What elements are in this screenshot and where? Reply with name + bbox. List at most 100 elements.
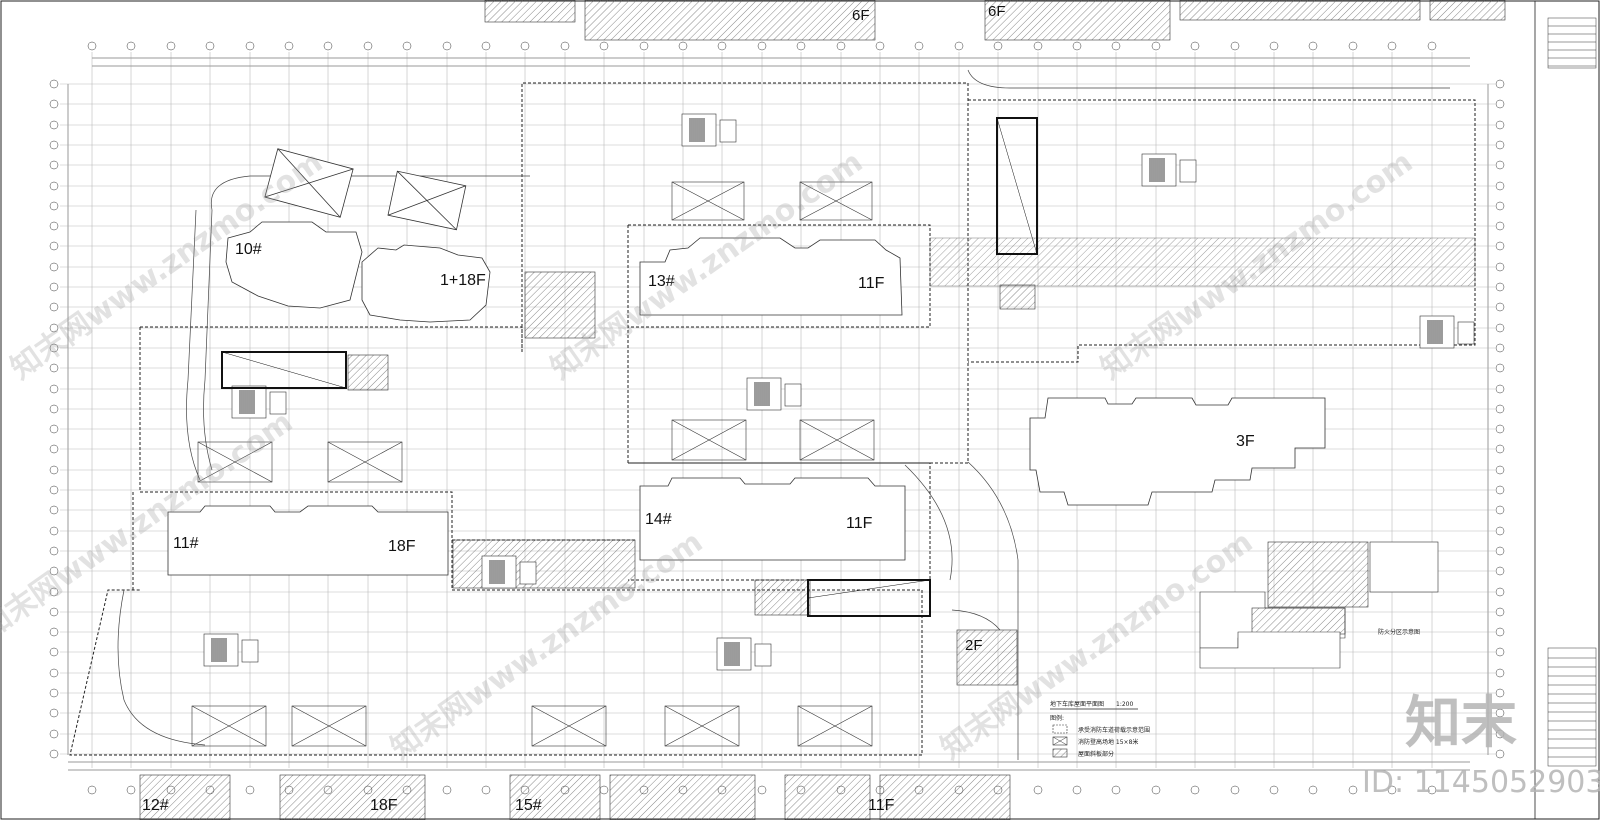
rescue-cross bbox=[191, 705, 267, 747]
stair-core bbox=[716, 637, 772, 671]
grid-bubble bbox=[166, 41, 176, 51]
grid-bubble bbox=[49, 526, 59, 536]
grid-bubble bbox=[1495, 99, 1505, 109]
core-annex bbox=[1179, 159, 1197, 183]
dimension-lines bbox=[67, 57, 1489, 771]
core-outline bbox=[481, 555, 517, 589]
grid-bubble bbox=[49, 749, 59, 759]
rescue-box bbox=[291, 705, 367, 747]
grid-bubble bbox=[49, 99, 59, 109]
title-block bbox=[1547, 17, 1597, 767]
grid-bubble bbox=[402, 41, 412, 51]
grid-bubble bbox=[49, 688, 59, 698]
grid-bubble bbox=[993, 41, 1003, 51]
core-outline bbox=[231, 385, 267, 419]
grid-bubble bbox=[49, 160, 59, 170]
grid-bubble bbox=[1427, 41, 1437, 51]
fire-zone-title: 防火分区示意图 bbox=[1378, 628, 1420, 636]
label-building-13: 13# bbox=[648, 273, 675, 290]
grid-bubble bbox=[1072, 785, 1082, 795]
stair-core bbox=[746, 377, 802, 411]
label-building-15: 15# bbox=[515, 797, 542, 814]
fire-rescue-site bbox=[191, 705, 267, 747]
grid-bubble bbox=[1387, 785, 1397, 795]
core-annex bbox=[269, 391, 287, 415]
rescue-box bbox=[671, 419, 747, 461]
grid-bubble bbox=[1495, 221, 1505, 231]
grid-bubble bbox=[639, 41, 649, 51]
grid-bubble bbox=[49, 424, 59, 434]
legend: 地下车库屋面平面图 1:200 图例: 承受消防车道荷载示意范围 消防登高场地 … bbox=[1050, 700, 1150, 758]
grid-bubble bbox=[49, 505, 59, 515]
grid-bubble bbox=[49, 120, 59, 130]
grid-bubble bbox=[1495, 688, 1505, 698]
fire-rescue-site bbox=[197, 441, 273, 483]
grid-bubble bbox=[1495, 749, 1505, 759]
rescue-cross bbox=[797, 705, 873, 747]
core-annex bbox=[241, 639, 259, 663]
rescue-box bbox=[799, 181, 873, 221]
grid-bubble bbox=[875, 41, 885, 51]
grid-bubble bbox=[1387, 41, 1397, 51]
label-building-2f: 2F bbox=[965, 637, 983, 654]
fire-rescue-site bbox=[671, 419, 747, 461]
grid-bubble bbox=[49, 221, 59, 231]
core-outline bbox=[1419, 315, 1455, 349]
grid-bubble bbox=[49, 647, 59, 657]
rescue-box bbox=[197, 441, 273, 483]
grid-bubble bbox=[205, 41, 215, 51]
rescue-cross bbox=[291, 705, 367, 747]
rescue-cross bbox=[799, 419, 875, 461]
rescue-box bbox=[664, 705, 740, 747]
legend-swatch-load bbox=[1052, 724, 1068, 734]
grid-bubble bbox=[49, 201, 59, 211]
grid-bubble bbox=[1495, 140, 1505, 150]
grid-bubble bbox=[49, 627, 59, 637]
grid-bubble bbox=[1495, 79, 1505, 89]
legend-swatch-rescue bbox=[1052, 736, 1068, 746]
grid-bubble bbox=[1269, 41, 1279, 51]
label-building-11: 11# bbox=[173, 535, 199, 552]
rescue-cross bbox=[671, 181, 745, 221]
grid-bubble bbox=[1495, 323, 1505, 333]
grid-bubble bbox=[481, 41, 491, 51]
grid-bubble bbox=[1495, 465, 1505, 475]
stair-core bbox=[1419, 315, 1475, 349]
grid-bubble bbox=[1495, 241, 1505, 251]
grid-bubble bbox=[560, 41, 570, 51]
entrance-ramps bbox=[221, 117, 1038, 617]
rescue-box bbox=[531, 705, 607, 747]
grid-bubble bbox=[1495, 566, 1505, 576]
grid-bubble bbox=[323, 41, 333, 51]
grid-bubble bbox=[1308, 41, 1318, 51]
core-annex bbox=[754, 643, 772, 667]
grid-bubble bbox=[1190, 785, 1200, 795]
grid-bubble bbox=[442, 785, 452, 795]
stair-core bbox=[231, 385, 287, 419]
fire-rescue-site bbox=[664, 705, 740, 747]
grid-bubble bbox=[1495, 708, 1505, 718]
stair-core bbox=[1141, 153, 1197, 187]
grid-bubble bbox=[1495, 302, 1505, 312]
grid-bubble bbox=[442, 41, 452, 51]
grid-bubble bbox=[481, 785, 491, 795]
rescue-cross bbox=[197, 441, 273, 483]
grid-bubble bbox=[49, 485, 59, 495]
rescue-box bbox=[671, 181, 745, 221]
grid-bubble bbox=[954, 41, 964, 51]
grid-bubble bbox=[49, 323, 59, 333]
label-6f-top-right: 6F bbox=[988, 3, 1006, 20]
grid-bubble bbox=[1269, 785, 1279, 795]
rescue-box bbox=[799, 419, 875, 461]
fire-rescue-site bbox=[797, 705, 873, 747]
grid-bubble bbox=[1495, 363, 1505, 373]
label-building-3f: 3F bbox=[1236, 433, 1255, 450]
stair-core bbox=[681, 113, 737, 147]
grid-bubble bbox=[1495, 424, 1505, 434]
ramp-bands bbox=[929, 237, 1476, 287]
grid-bubble bbox=[717, 41, 727, 51]
grid-bubble bbox=[49, 343, 59, 353]
grid-bubble bbox=[1348, 41, 1358, 51]
stair-core bbox=[481, 555, 537, 589]
